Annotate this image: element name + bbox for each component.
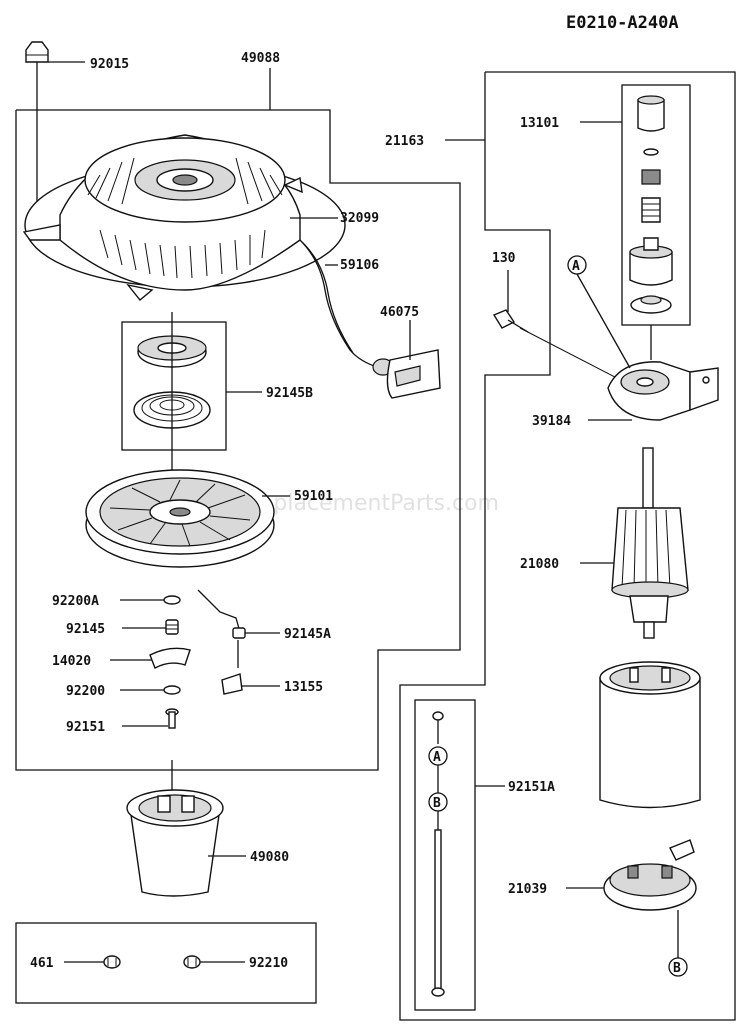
label-21039: 21039 bbox=[508, 882, 547, 897]
label-92145A: 92145A bbox=[284, 627, 331, 642]
label-92210: 92210 bbox=[249, 956, 288, 971]
callout-B-bottom-label: B bbox=[673, 961, 681, 976]
pinion-assembly-frame bbox=[621, 84, 691, 326]
callout-A-bottom-label: A bbox=[433, 750, 441, 765]
spring-assembly-frame bbox=[121, 321, 227, 451]
bolt-frame bbox=[414, 699, 476, 1011]
starter-cup-49080 bbox=[126, 789, 224, 897]
callout-A-top-label: A bbox=[572, 259, 580, 274]
washer-92200 bbox=[163, 685, 181, 695]
through-bolt-92151A bbox=[428, 711, 448, 997]
reel-59101 bbox=[85, 469, 275, 568]
callout-B-left-label: B bbox=[433, 796, 441, 811]
watermark: eReplacementParts.com bbox=[232, 491, 499, 516]
starter-rope-59106-edge bbox=[302, 242, 354, 354]
label-13101: 13101 bbox=[520, 116, 559, 131]
bolt-92151 bbox=[165, 708, 179, 729]
fastener-frame bbox=[15, 922, 317, 1004]
label-21163: 21163 bbox=[385, 134, 424, 149]
label-92145: 92145 bbox=[66, 622, 105, 637]
label-92145B: 92145B bbox=[266, 386, 313, 401]
spring-92145A bbox=[232, 627, 246, 639]
diagram-code: E0210-A240A bbox=[566, 13, 679, 33]
callout-B-bottom bbox=[668, 957, 688, 977]
label-14020: 14020 bbox=[52, 654, 91, 669]
label-21080: 21080 bbox=[520, 557, 559, 572]
label-92200A: 92200A bbox=[52, 594, 99, 609]
label-46075: 46075 bbox=[380, 305, 419, 320]
label-49080: 49080 bbox=[250, 850, 289, 865]
label-13155: 13155 bbox=[284, 680, 323, 695]
label-461: 461 bbox=[30, 956, 54, 971]
callout-A-top-leader bbox=[576, 273, 631, 369]
electric-starter-frame bbox=[399, 71, 736, 1021]
bracket-39184 bbox=[607, 361, 719, 421]
starter-rope-59106 bbox=[299, 239, 381, 369]
pinion-assembly-13101 bbox=[629, 95, 673, 314]
label-39184: 39184 bbox=[532, 414, 571, 429]
bolt-130 bbox=[492, 309, 529, 333]
label-92151A: 92151A bbox=[508, 780, 555, 795]
label-49088: 49088 bbox=[241, 51, 280, 66]
label-92151: 92151 bbox=[66, 720, 105, 735]
washer-92200A bbox=[163, 595, 181, 605]
nut-92210 bbox=[183, 955, 201, 969]
label-92015: 92015 bbox=[90, 57, 129, 72]
label-92200: 92200 bbox=[66, 684, 105, 699]
label-59106: 59106 bbox=[340, 258, 379, 273]
spring-92145 bbox=[165, 619, 179, 635]
label-59101: 59101 bbox=[294, 489, 333, 504]
nut-461 bbox=[103, 955, 121, 969]
ratchet-14020 bbox=[149, 647, 191, 669]
starter-handle-46075 bbox=[372, 349, 441, 399]
armature-21080 bbox=[611, 447, 689, 639]
yoke-housing bbox=[599, 661, 701, 809]
pawl-13155 bbox=[221, 673, 243, 695]
recoil-starter-frame bbox=[15, 109, 461, 771]
label-32099: 32099 bbox=[340, 211, 379, 226]
label-130: 130 bbox=[492, 251, 516, 266]
leader-92145A-path bbox=[197, 589, 241, 633]
recoil-housing-32099 bbox=[22, 134, 346, 301]
cap-nut-92015 bbox=[25, 41, 49, 63]
brush-holder-21039 bbox=[603, 839, 697, 911]
